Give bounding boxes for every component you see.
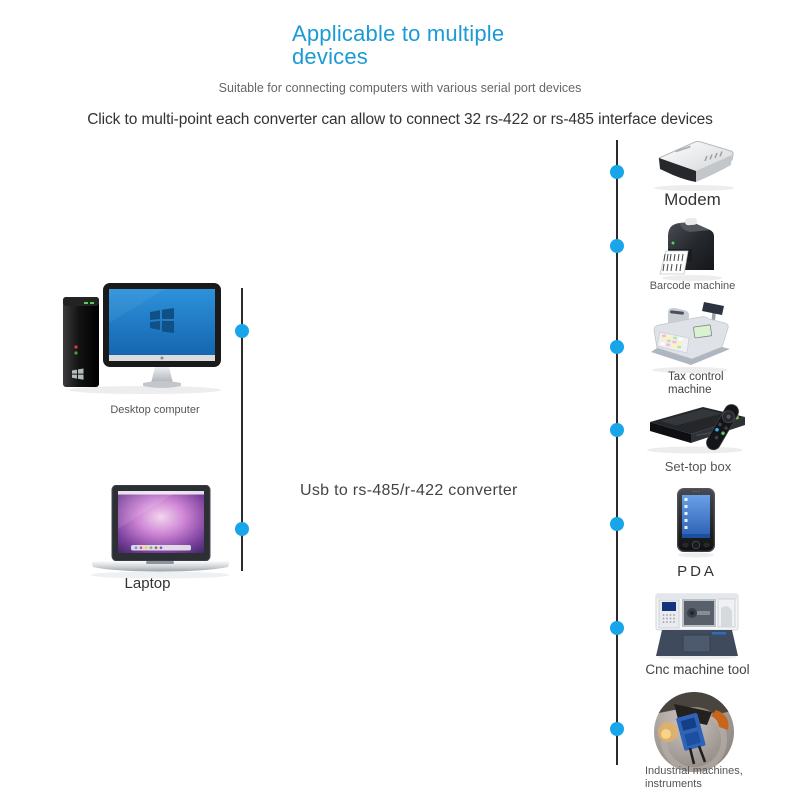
barcode-machine-image <box>658 218 726 282</box>
set-top-box-label: Set-top box <box>664 459 732 474</box>
tax-label-line1: Tax control <box>668 371 724 383</box>
industrial-label-line1: Industrial machines, <box>645 765 743 777</box>
desktop-computer-image <box>55 283 225 395</box>
connector-line-right <box>616 140 618 765</box>
page-title-line2: devices <box>292 44 368 69</box>
tax-control-machine-label: Tax control machine <box>668 371 738 397</box>
page-title-line1: Applicable to multiple <box>292 21 505 46</box>
connector-dot-laptop <box>235 522 249 536</box>
pda-label: PDA <box>677 563 717 580</box>
desktop-computer-label: Desktop computer <box>110 404 200 416</box>
set-top-box-image <box>640 400 756 456</box>
tax-label-line2: machine <box>668 384 712 396</box>
barcode-machine-label: Barcode machine <box>649 280 736 292</box>
cnc-machine-tool-label: Cnc machine tool <box>645 662 750 677</box>
industrial-label-line2: instruments <box>645 778 702 790</box>
connector-dot-barcode <box>610 239 624 253</box>
tax-control-machine-image <box>648 302 733 374</box>
cnc-machine-tool-image <box>652 588 742 660</box>
modem-image <box>645 138 740 192</box>
pda-image <box>674 488 718 558</box>
connector-line-left <box>241 288 243 571</box>
connector-dot-pda <box>610 517 624 531</box>
headline: Click to multi-point each converter can … <box>87 111 713 128</box>
industrial-machines-image <box>654 692 734 772</box>
laptop-image <box>88 485 233 580</box>
connector-dot-tax <box>610 340 624 354</box>
page-title: Applicable to multiple devices <box>292 22 522 68</box>
subtitle: Suitable for connecting computers with v… <box>218 81 582 95</box>
industrial-machines-label: Industrial machines, instruments <box>645 765 750 791</box>
connector-dot-desktop <box>235 324 249 338</box>
connector-dot-modem <box>610 165 624 179</box>
connector-dot-industrial <box>610 722 624 736</box>
connector-dot-settop <box>610 423 624 437</box>
connector-dot-cnc <box>610 621 624 635</box>
modem-label: Modem <box>664 190 721 209</box>
laptop-label: Laptop <box>124 575 171 592</box>
converter-label: Usb to rs-485/r-422 converter <box>300 482 518 499</box>
